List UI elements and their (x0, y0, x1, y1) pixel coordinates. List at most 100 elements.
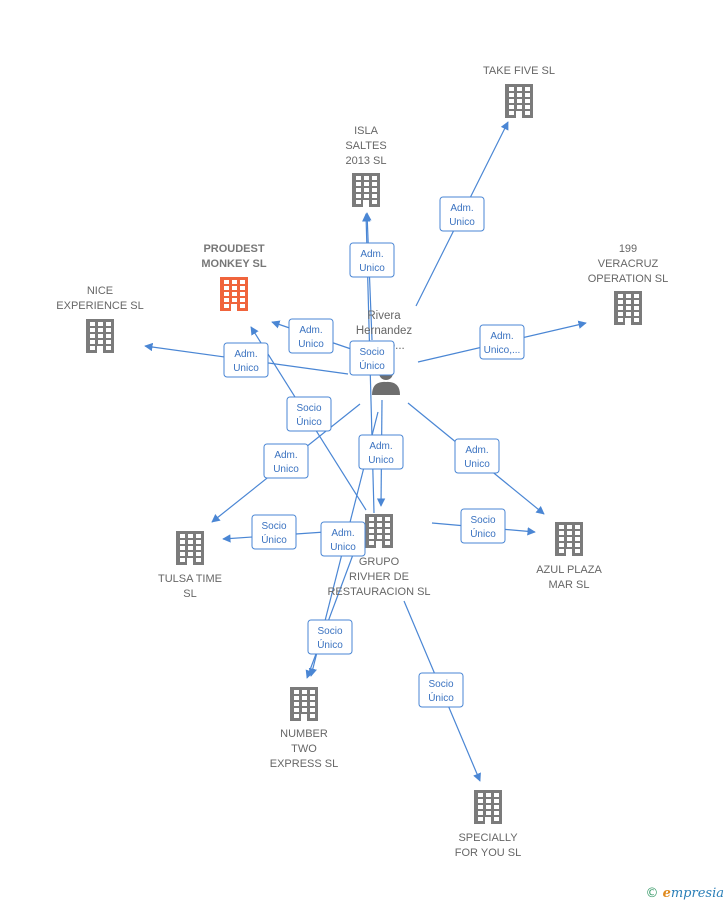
edge-label-text: Unico (464, 459, 490, 470)
edge-label-text: Unico (233, 363, 259, 374)
company-node-tulsa-time[interactable]: TULSA TIME SL (158, 531, 222, 600)
company-label: VERACRUZ (598, 258, 659, 270)
company-label: SALTES (345, 140, 386, 152)
building-icon (365, 514, 393, 548)
edge-label-text: Unico (359, 263, 385, 274)
edge-label-box (286, 396, 332, 432)
company-label: TWO (291, 743, 317, 755)
company-label: AZUL PLAZA (536, 564, 602, 576)
person-label: Rivera (367, 310, 401, 322)
building-icon (220, 277, 248, 311)
edge-label-text: Unico (330, 542, 356, 553)
company-label: PROUDEST (203, 243, 264, 255)
edge-label-text: Unico (273, 464, 299, 475)
edge-label-box (479, 324, 525, 360)
edge-label-text: Unico (449, 217, 475, 228)
edge-label-text: Único (359, 359, 385, 372)
edge-label-person-to-tulsa-time[interactable]: Adm. Unico (263, 443, 309, 479)
company-label: SL (183, 588, 196, 600)
edge-label-text: Adm. (234, 349, 257, 360)
edge-label-text: Adm. (450, 203, 473, 214)
company-label: RESTAURACION SL (327, 586, 430, 598)
edge-label-box (288, 318, 334, 354)
company-node-proudest-monkey[interactable]: PROUDEST MONKEY SL (201, 243, 267, 311)
edge-label-text: Socio (359, 347, 384, 358)
edge-label-box (263, 443, 309, 479)
edge-label-person-to-grupo-rivher[interactable]: Adm.Unico (358, 434, 404, 470)
company-node-isla-saltes[interactable]: ISLA SALTES 2013 SL (345, 125, 387, 207)
company-label: TULSA TIME (158, 573, 222, 585)
company-node-grupo-rivher[interactable]: GRUPO RIVHER DE RESTAURACION SL (327, 514, 431, 598)
edge-label-text: Único (428, 691, 454, 704)
copyright-icon: © (645, 886, 659, 901)
edge-label-person-to-take-five[interactable]: Adm. Unico (439, 196, 485, 232)
company-label: ISLA (354, 125, 379, 137)
edge-label-box (439, 196, 485, 232)
edge-label-person-to-isla-saltes[interactable]: Adm. Unico (349, 242, 395, 278)
person-label: Hernandez (356, 325, 413, 337)
company-node-specially[interactable]: SPECIALLY FOR YOU SL (455, 790, 521, 859)
company-node-azul-plaza[interactable]: AZUL PLAZA MAR SL (536, 522, 602, 591)
company-label: NUMBER (280, 728, 328, 740)
edge-label-text: Socio (428, 679, 453, 690)
edge-label-person-to-nice-experience[interactable]: Adm. Unico (223, 342, 269, 378)
brand-name: mpresia (670, 886, 724, 901)
company-node-number-two[interactable]: NUMBER TWO EXPRESS SL (270, 687, 338, 770)
edge-label-text: Socio (317, 626, 342, 637)
edge-label-person-to-199-veracruz[interactable]: Adm. Unico,... (479, 324, 525, 360)
edge-label-text: Socio (470, 515, 495, 526)
edge-label-person-to-proudest-monkey[interactable]: Adm.Unico (288, 318, 334, 354)
building-icon (176, 531, 204, 565)
edge-label-box (349, 340, 395, 376)
edge-label-text: Único (470, 527, 496, 540)
edge-label-text: Socio (261, 521, 286, 532)
company-label: FOR YOU SL (455, 847, 521, 859)
edge-label-text: Adm. (490, 331, 513, 342)
building-icon (352, 173, 380, 207)
edge-label-text: Adm. (465, 445, 488, 456)
edge-grupo-rivher-to-number-two (305, 551, 355, 679)
edge-label-text: Unico,... (484, 345, 521, 356)
company-label: 2013 SL (346, 155, 387, 167)
edge-label-box (358, 434, 404, 470)
company-label: RIVHER DE (349, 571, 409, 583)
edge-label-box (460, 508, 506, 544)
brand-initial: e (662, 886, 671, 901)
edge-label-box (418, 672, 464, 708)
building-icon (86, 319, 114, 353)
company-label: 199 (619, 243, 637, 255)
edge-label-text: Único (317, 638, 343, 651)
company-node-take-five[interactable]: TAKE FIVE SL (483, 65, 555, 118)
empresia-logo[interactable]: © empresia (645, 886, 724, 901)
edge-label-text: Adm. (360, 249, 383, 260)
company-label: MAR SL (549, 579, 590, 591)
edge-label-text: Único (261, 533, 287, 546)
edge-label-text: Único (296, 415, 322, 428)
edge-label-box (454, 438, 500, 474)
edge-label-box (223, 342, 269, 378)
edge-label-person-to-azul-plaza[interactable]: Adm. Unico (454, 438, 500, 474)
building-icon (474, 790, 502, 824)
company-label: SPECIALLY (458, 832, 518, 844)
building-icon (555, 522, 583, 556)
edge-label-text: Adm. (331, 528, 354, 539)
company-label: EXPRESS SL (270, 758, 338, 770)
building-icon (614, 291, 642, 325)
company-label: MONKEY SL (201, 258, 266, 270)
company-label: NICE (87, 285, 113, 297)
building-icon (505, 84, 533, 118)
edge-label-person-to-number-two[interactable]: Adm. Unico (320, 521, 366, 557)
edge-label-box (251, 514, 297, 550)
edge-label-box (349, 242, 395, 278)
company-label: GRUPO (359, 556, 400, 568)
edge-label-text: Adm. (274, 450, 297, 461)
edge-label-box (307, 619, 353, 655)
